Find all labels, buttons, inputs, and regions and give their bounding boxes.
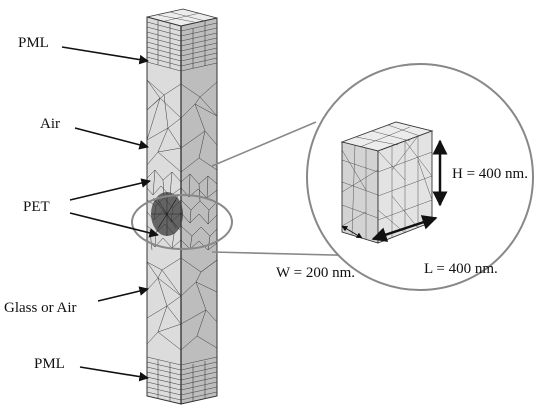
arrow-pet-lower bbox=[69, 212, 159, 238]
width-arrow bbox=[341, 225, 363, 239]
pet-block-front bbox=[341, 141, 379, 244]
arrow-pml-bottom bbox=[79, 366, 149, 382]
pet-dense-mesh bbox=[146, 169, 218, 251]
label-glass-or-air: Glass or Air bbox=[4, 300, 77, 316]
label-height: H = 400 nm. bbox=[452, 166, 528, 182]
label-arrows bbox=[61, 46, 159, 382]
callout-line-upper bbox=[211, 121, 317, 167]
length-arrow bbox=[371, 215, 438, 242]
label-air: Air bbox=[40, 116, 60, 132]
label-pml-bottom: PML bbox=[34, 356, 65, 372]
pet-block-enlarged bbox=[340, 121, 434, 244]
zoom-ellipse bbox=[131, 194, 233, 250]
label-pet: PET bbox=[23, 199, 50, 215]
pml-bottom-layers bbox=[146, 356, 218, 402]
label-length: L = 400 nm. bbox=[424, 261, 498, 277]
zoom-callout bbox=[131, 63, 534, 291]
mesh-column bbox=[146, 8, 218, 405]
column-side-face bbox=[180, 17, 218, 405]
column-triangle-mesh bbox=[146, 79, 218, 351]
arrow-air bbox=[74, 127, 149, 150]
arrow-pet-upper bbox=[69, 178, 151, 201]
label-pml-top: PML bbox=[18, 35, 49, 51]
pml-top-layers bbox=[146, 20, 218, 72]
label-width: W = 200 nm. bbox=[276, 265, 356, 281]
arrow-pml-top bbox=[61, 46, 149, 65]
arrow-glass-or-air bbox=[97, 286, 149, 302]
